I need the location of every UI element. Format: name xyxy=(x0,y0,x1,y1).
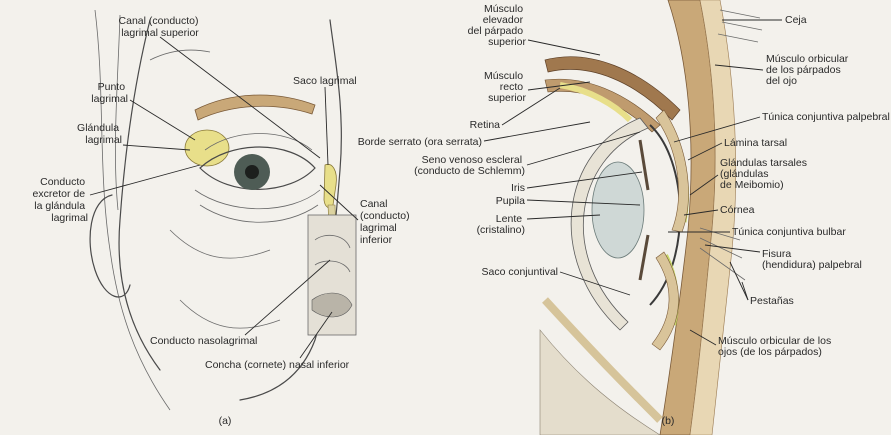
label-iris: Iris xyxy=(511,182,525,194)
label-pupila: Pupila xyxy=(496,195,525,207)
label-orbicular-inferior: Músculo orbicular de los ojos (de los pá… xyxy=(718,335,834,358)
panel-a-illustration xyxy=(90,10,356,410)
label-borde-serrato: Borde serrato (ora serrata) xyxy=(358,136,482,148)
lens xyxy=(592,162,644,258)
label-saco-lagrimal: Saco lagrimal xyxy=(293,75,357,87)
eyebrow xyxy=(195,95,315,120)
lacrimal-sac xyxy=(324,164,336,207)
label-conducto-nasolagrimal: Conducto nasolagrimal xyxy=(150,335,257,347)
panel-b-illustration xyxy=(540,0,762,435)
label-glandula-lagrimal: Glándula lagrimal xyxy=(77,122,122,146)
label-musculo-recto: Músculo recto superior xyxy=(484,70,527,104)
panel-b-labels-right: Ceja Músculo orbicular de los párpados d… xyxy=(718,14,890,358)
face-contour xyxy=(119,20,160,370)
label-seno-venoso: Seno venoso escleral (conducto de Schlem… xyxy=(414,154,525,177)
pupil xyxy=(245,165,259,179)
label-ceja: Ceja xyxy=(785,14,807,26)
lacrimal-gland xyxy=(185,130,229,166)
label-pestanas: Pestañas xyxy=(750,295,794,307)
label-retina: Retina xyxy=(470,119,501,131)
label-canal-inferior: Canal (conducto) lagrimal inferior xyxy=(360,198,413,246)
label-lamina-tarsal: Lámina tarsal xyxy=(724,137,787,149)
label-punto-lagrimal: Punto lagrimal xyxy=(91,81,128,105)
label-musculo-elevador: Músculo elevador del párpado superior xyxy=(468,3,527,48)
ear xyxy=(90,195,130,297)
label-glandulas-tarsales: Glándulas tarsales (glándulas de Meibomi… xyxy=(720,157,810,191)
label-lente: Lente (cristalino) xyxy=(477,213,525,236)
label-tunica-palpebral: Túnica conjuntiva palpebral xyxy=(762,111,890,123)
label-conducto-excretor: Conducto excretor de la glándula lagrima… xyxy=(33,176,88,224)
caption-b: (b) xyxy=(662,415,675,427)
label-cornea: Córnea xyxy=(720,204,755,216)
label-tunica-bulbar: Túnica conjuntiva bulbar xyxy=(732,226,846,238)
label-saco-conjuntival: Saco conjuntival xyxy=(482,266,558,278)
label-fisura-palpebral: Fisura (hendidura) palpebral xyxy=(762,248,862,271)
label-orbicular-superior: Músculo orbicular de los párpados del oj… xyxy=(766,53,851,87)
label-concha-nasal: Concha (cornete) nasal inferior xyxy=(205,359,350,371)
caption-a: (a) xyxy=(219,415,232,427)
label-canal-superior: Canal (conducto) lagrimal superior xyxy=(119,15,202,39)
